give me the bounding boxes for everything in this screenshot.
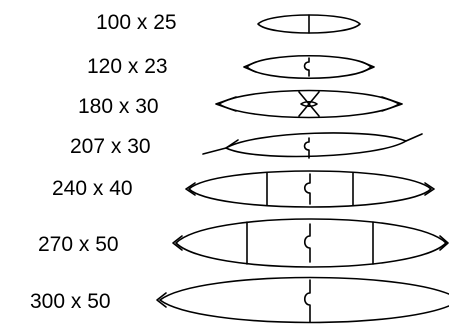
size-label-3: 180 x 30 [78,95,159,118]
size-label-4: 207 x 30 [70,135,151,158]
size-label-1: 100 x 25 [96,11,177,34]
hull-shape-6 [172,218,449,268]
hull-shape-4 [202,132,423,159]
hull-shape-1 [257,14,361,34]
hull-shape-5 [185,170,435,208]
size-label-2: 120 x 23 [87,55,168,78]
hull-shape-7 [156,276,449,324]
hull-shape-3 [215,89,403,119]
hull-shape-2 [243,54,375,80]
size-label-5: 240 x 40 [52,177,133,200]
size-label-6: 270 x 50 [38,233,119,256]
size-label-7: 300 x 50 [30,290,111,313]
